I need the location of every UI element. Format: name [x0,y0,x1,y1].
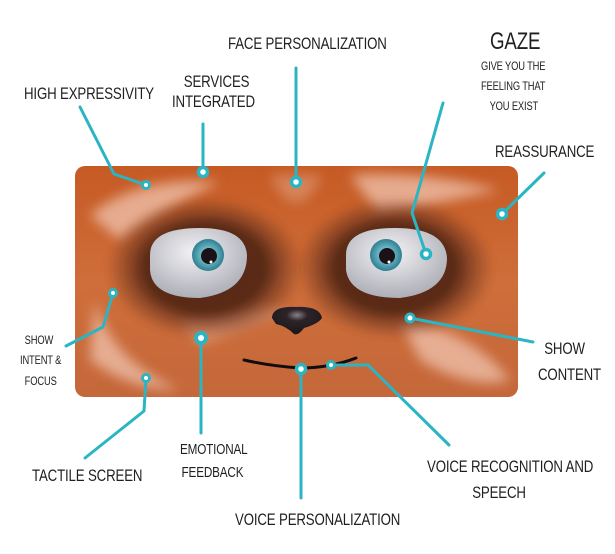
label-gaze-subtitle: GIVE YOU THE FEELING THAT YOU EXIST [481,57,546,116]
label-show-content-line1: SHOW [544,339,585,358]
label-gaze-sub-line2: FEELING THAT [481,78,546,93]
label-show-intent-focus: SHOW INTENT & FOCUS [20,330,61,391]
label-emotional-line1: EMOTIONAL [180,441,248,458]
label-voice-recognition-line2: SPEECH [472,483,526,503]
label-show-intent-line2: INTENT & [20,353,62,368]
label-reassurance: REASSURANCE [495,142,595,161]
callout-lines [64,66,546,500]
label-tactile-screen: TACTILE SCREEN [32,466,143,485]
label-gaze-sub-line3: YOU EXIST [489,98,539,113]
label-services-line2: INTEGRATED [172,92,255,112]
callout-dots [108,165,509,383]
label-show-content-line2: CONTENT [538,365,601,385]
label-show-content: SHOW CONTENT [538,336,601,389]
label-emotional-feedback: EMOTIONAL FEEDBACK [180,438,248,485]
label-voice-recognition-line1: VOICE RECOGNITION AND [427,457,594,476]
label-gaze-title: GAZE [490,28,541,55]
label-show-intent-line1: SHOW [24,333,54,347]
label-services-line1: SERVICES [183,72,250,91]
label-voice-recognition: VOICE RECOGNITION AND SPEECH [427,454,593,507]
label-high-expressivity: HIGH EXPRESSIVITY [24,84,154,103]
label-face-personalization: FACE PERSONALIZATION [228,34,387,53]
label-emotional-line2: FEEDBACK [181,464,244,482]
label-services-integrated: SERVICES INTEGRATED [172,72,255,113]
label-gaze-sub-line1: GIVE YOU THE [481,59,546,73]
label-voice-personalization: VOICE PERSONALIZATION [235,510,401,529]
label-show-intent-line3: FOCUS [24,373,57,388]
